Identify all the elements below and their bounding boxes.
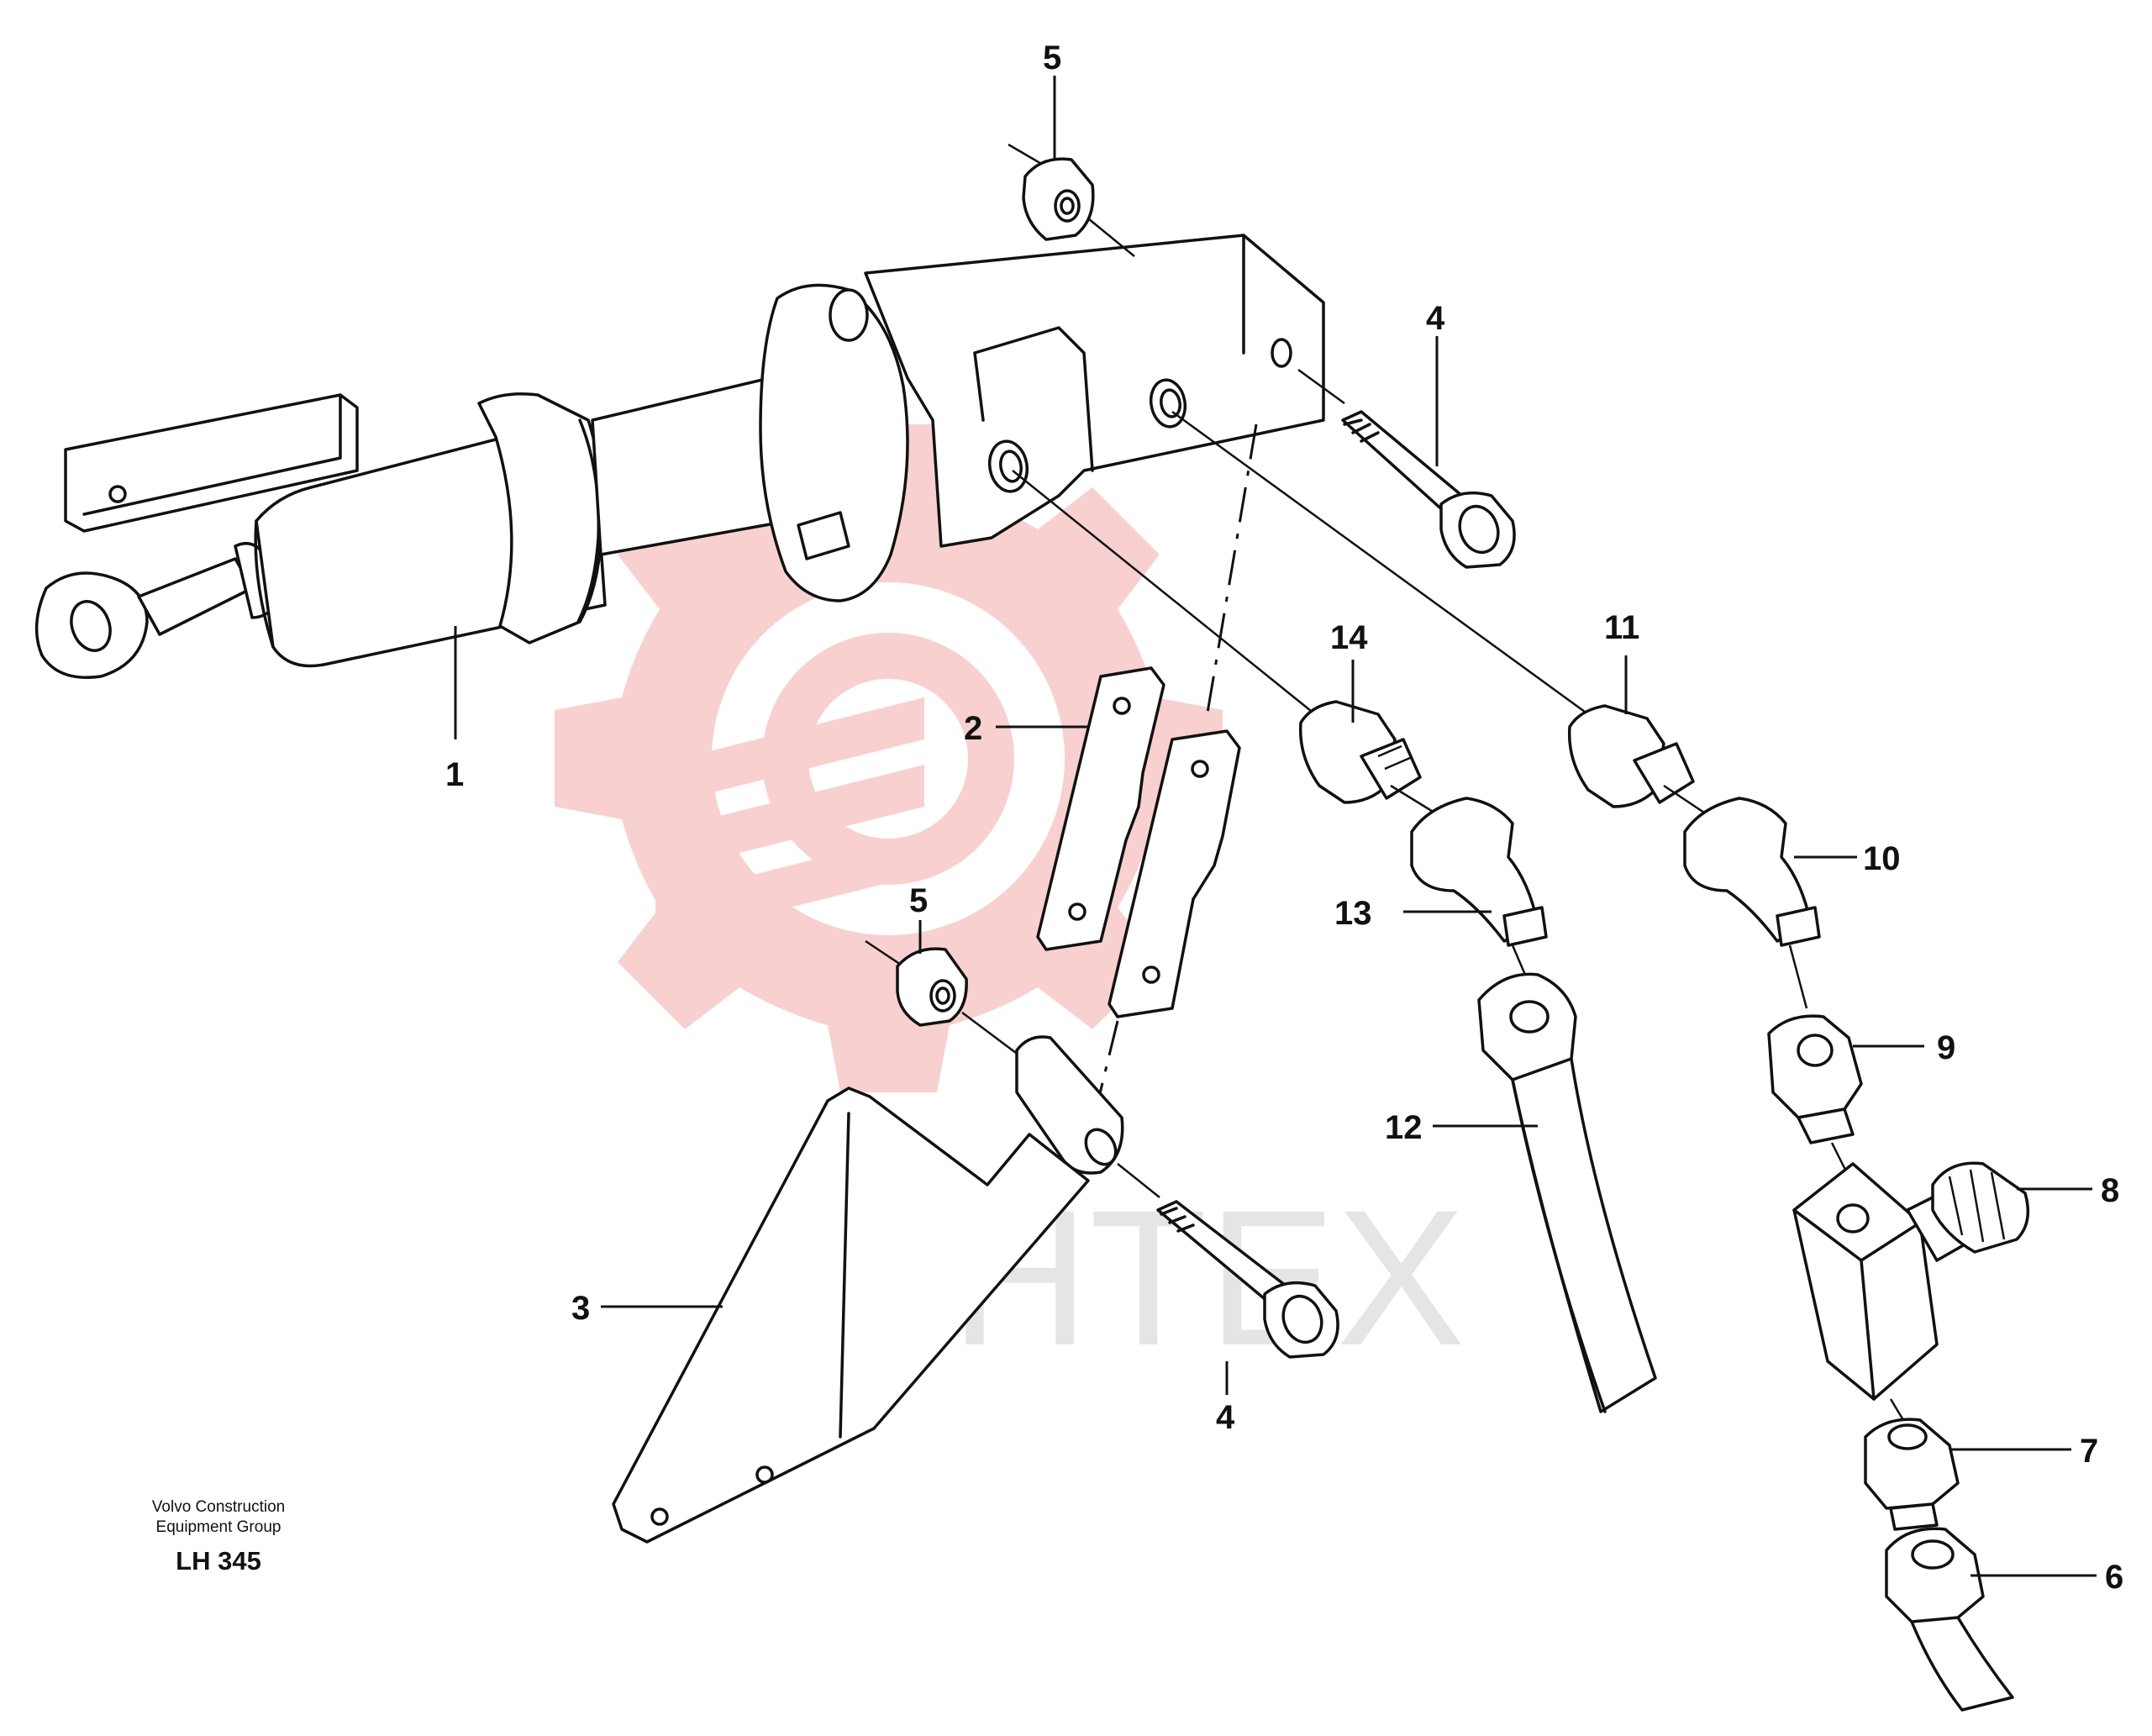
callout-7: 7 <box>2080 1433 2098 1470</box>
callouts: 5 4 1 2 14 11 10 13 9 12 8 5 3 4 7 6 <box>445 39 2123 1596</box>
part-4-bolt-lower <box>1156 1200 1339 1359</box>
callout-4-lower: 4 <box>1216 1399 1235 1436</box>
callout-1: 1 <box>445 756 464 793</box>
callout-3: 3 <box>571 1290 590 1327</box>
diagram-caption: Volvo Construction Equipment Group LH 34… <box>109 1497 328 1576</box>
part-14-adapter <box>1012 470 1422 804</box>
callout-12: 12 <box>1385 1109 1423 1146</box>
part-4-bolt-top <box>1297 368 1516 569</box>
watermark-gear-logo <box>555 424 1223 1092</box>
part-6-hose-end <box>1885 1527 2014 1712</box>
part-11-adapter <box>1171 410 1695 808</box>
part-7-adapter <box>1864 1418 1960 1531</box>
part-2-clamp-plates <box>1036 423 1258 1194</box>
part-12-hose <box>1477 972 1657 1413</box>
callout-2: 2 <box>964 710 982 747</box>
leader-lines <box>454 76 2097 1577</box>
diagram-code: LH 345 <box>176 1546 261 1576</box>
callout-10: 10 <box>1863 840 1901 877</box>
callout-5-lower: 5 <box>909 882 928 919</box>
company-line-1: Volvo Construction <box>151 1498 286 1516</box>
part-9-connector <box>1767 1014 1863 1177</box>
callout-9: 9 <box>1937 1029 1955 1066</box>
part-8-tee-valve <box>1792 1161 2030 1421</box>
callout-4-top: 4 <box>1426 300 1445 337</box>
company-line-2: Equipment Group <box>155 1518 281 1536</box>
callout-8: 8 <box>2101 1172 2119 1209</box>
callout-13: 13 <box>1334 895 1372 932</box>
callout-5-top: 5 <box>1043 39 1061 76</box>
callout-6: 6 <box>2105 1559 2123 1596</box>
part-5-nut-lower <box>865 939 1030 1064</box>
callout-14: 14 <box>1330 619 1368 656</box>
part-3-bracket <box>612 1086 1090 1544</box>
callout-11: 11 <box>1604 609 1639 646</box>
part-1-hydraulic-cylinder <box>34 234 1325 679</box>
part-10-elbow <box>1663 784 1821 1009</box>
part-5-nut-top <box>1008 143 1135 257</box>
part-13-elbow <box>1390 784 1548 976</box>
